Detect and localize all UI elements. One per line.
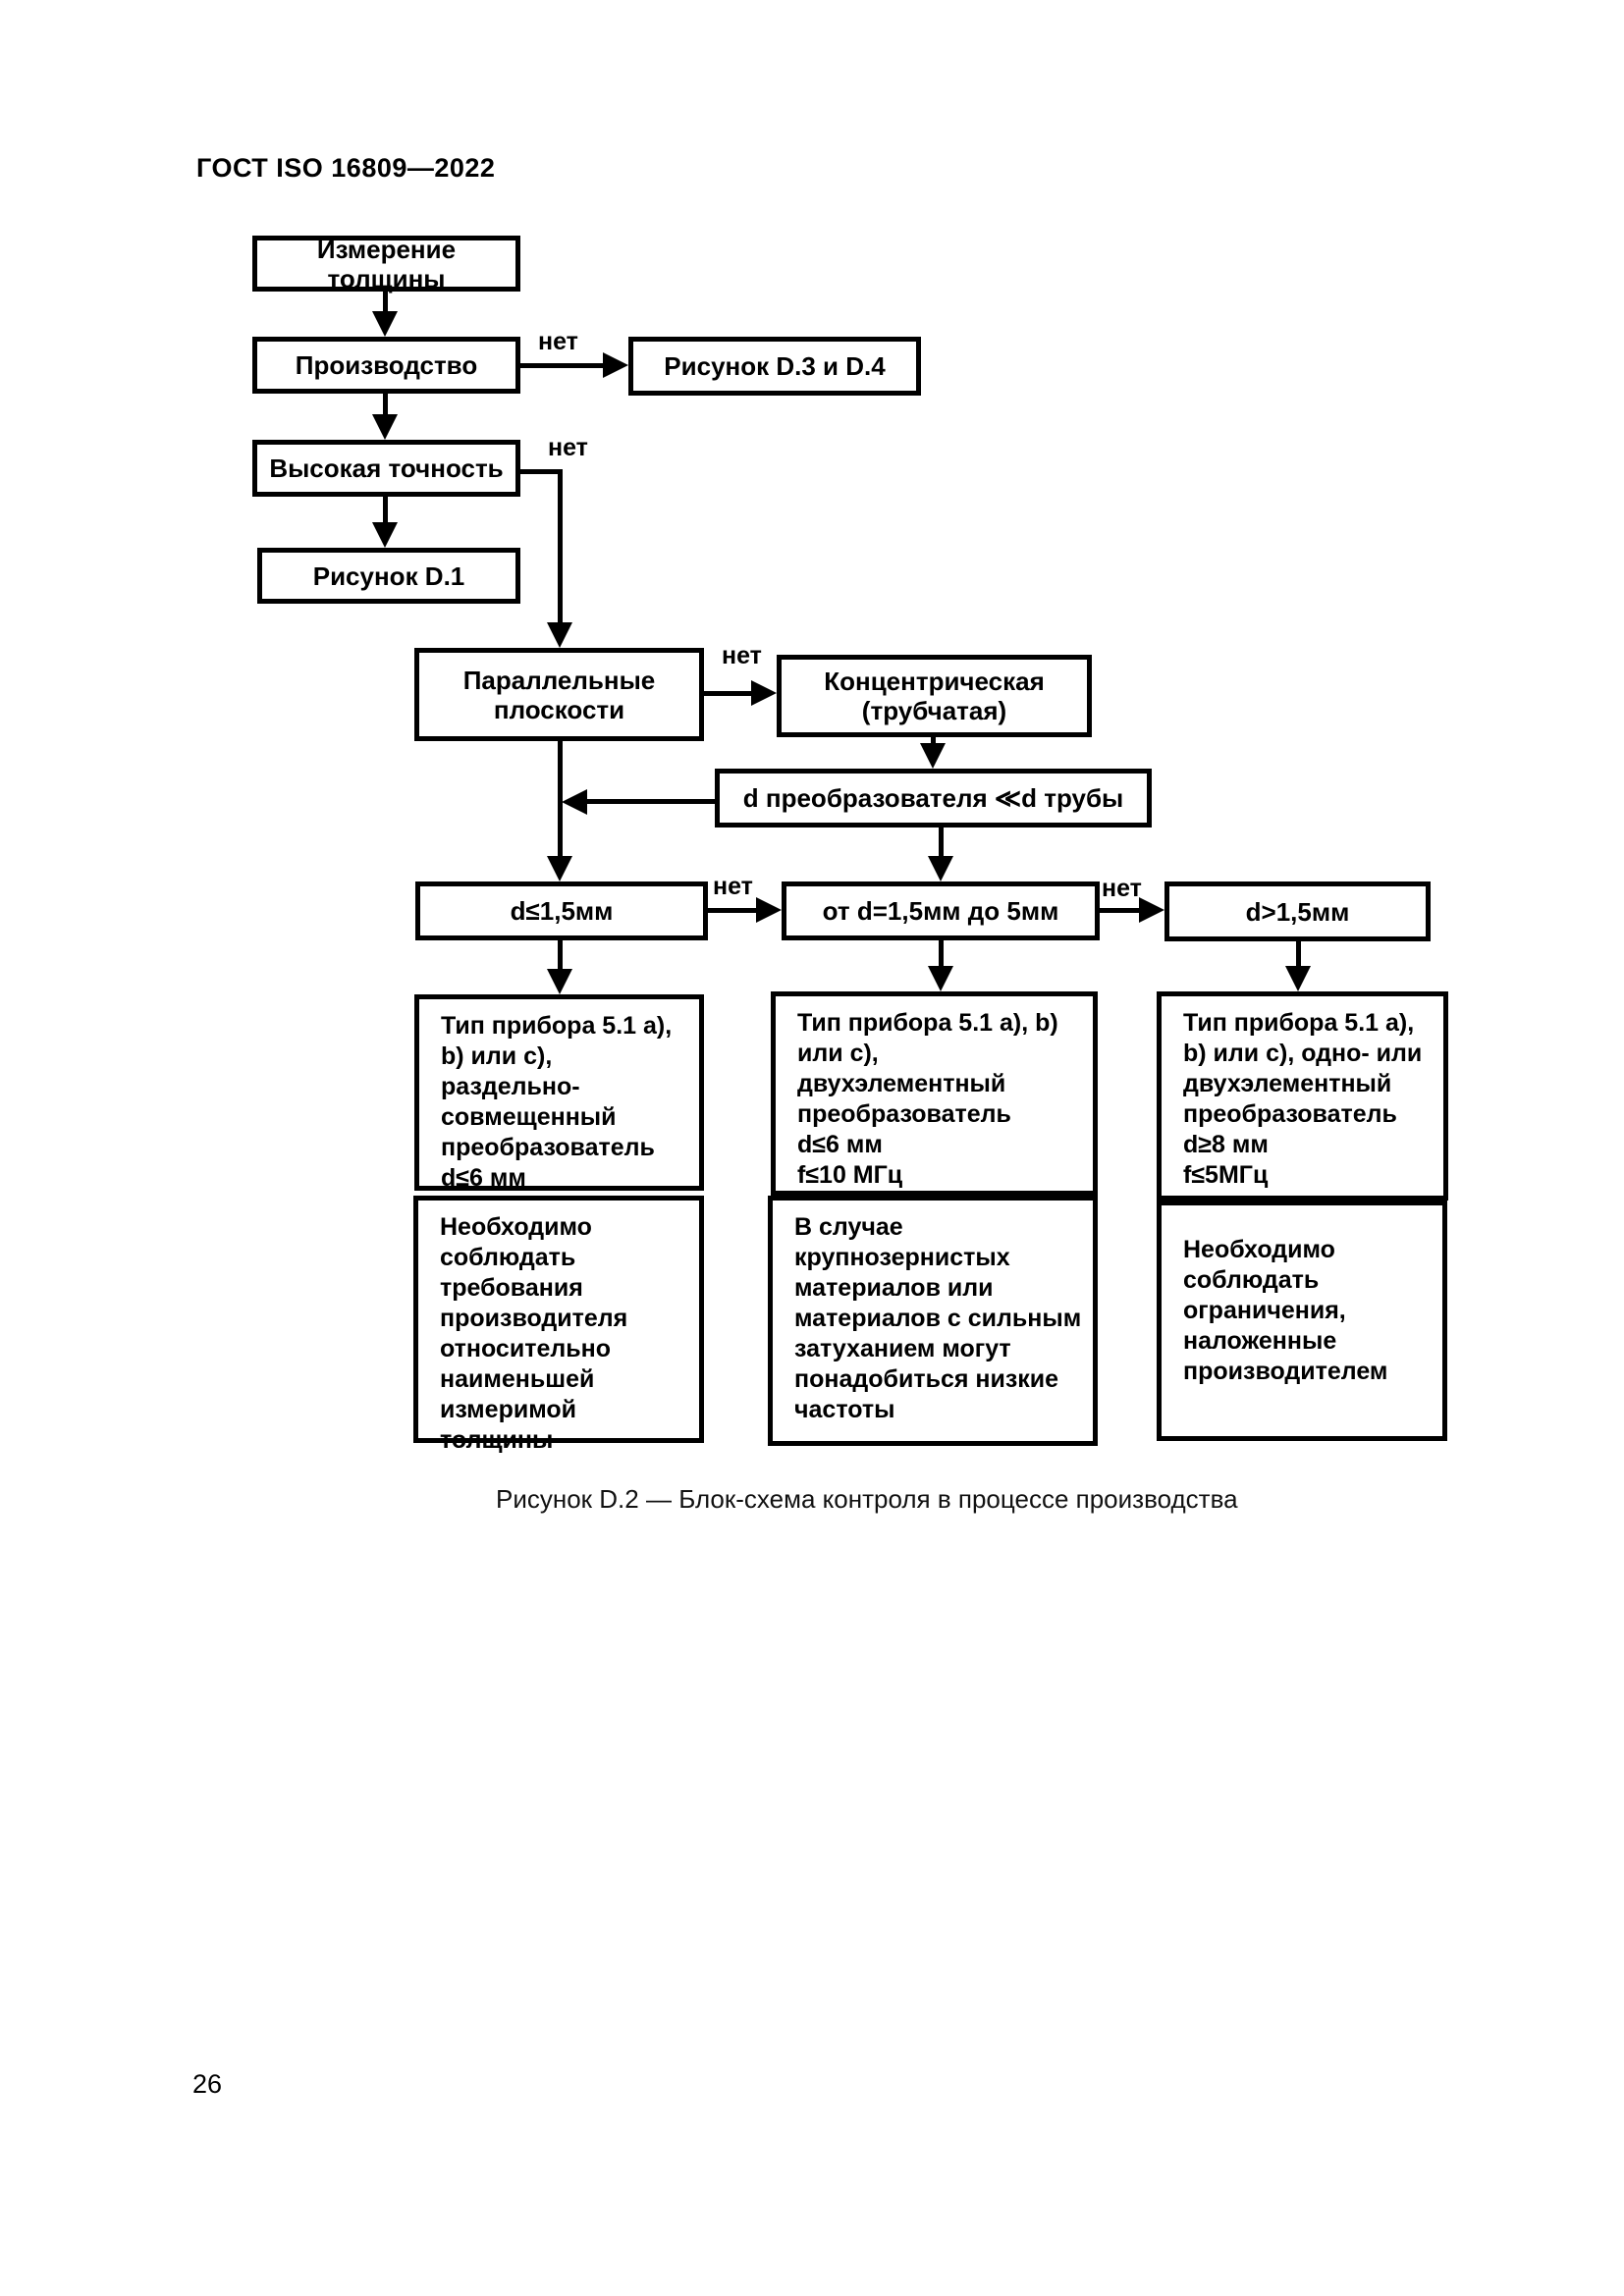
arrow-range-typemid-line [939, 940, 944, 966]
node-device-type-middle: Тип прибора 5.1 a), b) или c), двухэлеме… [771, 991, 1098, 1196]
label-no-range: нет [1102, 875, 1142, 902]
node-note-right: Необходимо соблюдать ограничения, наложе… [1157, 1201, 1447, 1441]
arrow-parallel-concentric-line [704, 691, 751, 696]
label-no-production: нет [538, 328, 578, 355]
page-header: ГОСТ ISO 16809—2022 [196, 153, 496, 183]
node-thickness-measurement: Измерение толщины [252, 235, 520, 294]
arrow-production-accuracy-head [372, 414, 398, 440]
arrow-dgt15-typeright-head [1285, 966, 1311, 991]
node-concentric-tubular: Концентрическая (трубчатая) [777, 655, 1092, 737]
node-d-1-5-to-5mm: от d=1,5мм до 5мм [782, 881, 1100, 940]
node-figure-d3-d4: Рисунок D.3 и D.4 [628, 337, 921, 396]
arrow-transducer-range-head [928, 856, 953, 881]
arrow-accuracy-parallel-hline [518, 469, 563, 474]
page-number: 26 [192, 2069, 223, 2099]
arrow-accuracy-parallel-head [547, 622, 572, 648]
node-figure-d1: Рисунок D.1 [257, 548, 520, 604]
arrow-dgt15-typeright-line [1296, 941, 1301, 966]
arrow-range-typemid-head [928, 966, 953, 991]
arrow-parallel-dle15-head [547, 856, 572, 881]
node-d-le-1-5mm: d≤1,5мм [415, 881, 708, 940]
arrow-measure-production-line [383, 292, 388, 311]
node-note-middle: В случае крупнозернистых материалов или … [768, 1196, 1098, 1446]
arrow-measure-production-head [372, 311, 398, 337]
arrow-parallel-dle15-line [558, 741, 563, 856]
arrow-parallel-concentric-head [751, 680, 777, 706]
label-no-dle15: нет [713, 873, 753, 900]
arrow-accuracy-d1-line [383, 497, 388, 522]
node-high-accuracy: Высокая точность [252, 440, 520, 497]
arrow-range-dgt15-line [1100, 908, 1139, 913]
arrow-concentric-transducer-head [920, 743, 946, 769]
node-device-type-right: Тип прибора 5.1 a), b) или c), одно- или… [1157, 991, 1448, 1201]
arrow-production-d3d4-head [603, 352, 628, 378]
node-production: Производство [252, 337, 520, 394]
arrow-accuracy-d1-head [372, 522, 398, 548]
arrow-transducer-back-head [562, 789, 587, 815]
node-parallel-planes: Параллельные плоскости [414, 648, 704, 741]
arrow-transducer-back-line [585, 799, 715, 804]
arrow-dle15-typeleft-line [558, 940, 563, 969]
arrow-range-dgt15-head [1139, 897, 1164, 923]
arrow-transducer-range-line [939, 828, 944, 856]
arrow-dle15-typeleft-head [547, 969, 572, 994]
arrow-concentric-transducer-line [931, 737, 936, 745]
arrow-dle15-range-line [708, 908, 756, 913]
label-no-parallel: нет [722, 642, 762, 669]
label-no-accuracy: нет [548, 434, 588, 461]
node-d-gt-1-5mm: d>1,5мм [1164, 881, 1431, 941]
arrow-accuracy-parallel-vline [558, 469, 563, 622]
node-d-transducer: d преобразователя ≪d трубы [715, 769, 1152, 828]
node-device-type-left: Тип прибора 5.1 a), b) или c), раздельно… [414, 994, 704, 1222]
arrow-production-accuracy-line [383, 394, 388, 414]
arrow-production-d3d4-line [520, 363, 603, 368]
node-note-left: Необходимо соблюдать требования производ… [413, 1196, 704, 1454]
figure-caption: Рисунок D.2 — Блок-схема контроля в проц… [496, 1484, 1238, 1514]
arrow-dle15-range-head [756, 897, 782, 923]
